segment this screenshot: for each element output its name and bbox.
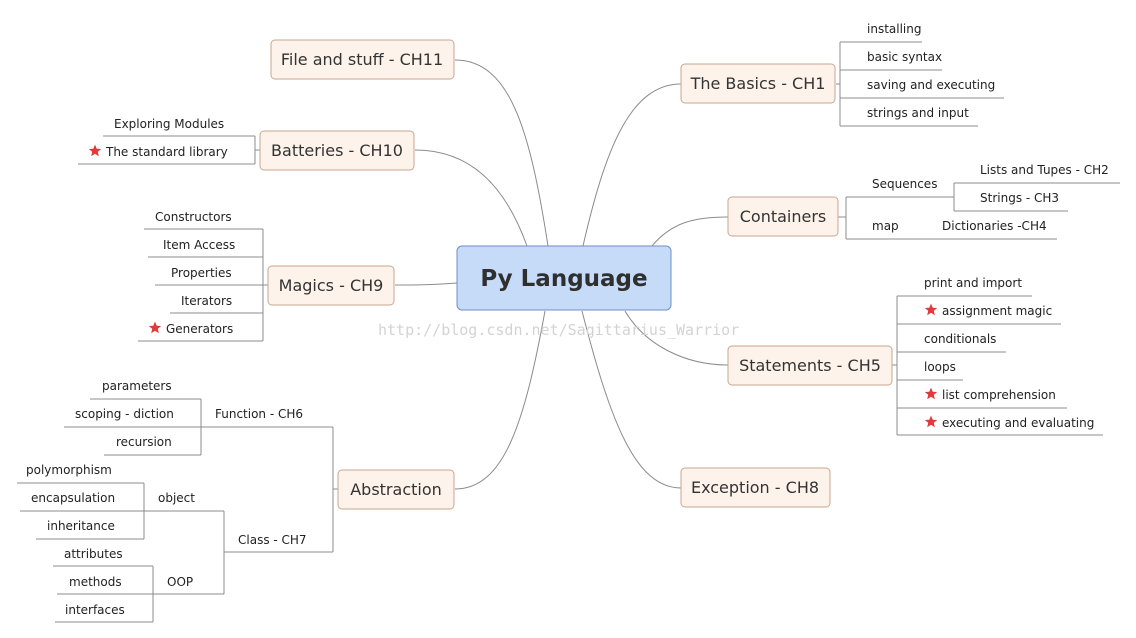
branch-exception (581, 310, 682, 489)
leaf-scoping: scoping - diction (75, 407, 174, 421)
branch-abstraction (454, 310, 546, 490)
leaf-standard-library: The standard library (105, 145, 228, 159)
leaf-saving-executing: saving and executing (867, 78, 995, 92)
topic-basics-label: The Basics - CH1 (690, 74, 826, 93)
topic-files-label: File and stuff - CH11 (281, 50, 443, 69)
leaf-executing-evaluating: executing and evaluating (942, 416, 1094, 430)
topic-exception[interactable]: Exception - CH8 (680, 467, 831, 508)
main-branches (394, 59, 729, 490)
leaf-parameters: parameters (102, 379, 172, 393)
topic-statements[interactable]: Statements - CH5 (727, 345, 893, 386)
leaf-basic-syntax: basic syntax (867, 50, 942, 64)
leaf-strings-input: strings and input (867, 106, 969, 120)
branch-statements (624, 310, 729, 366)
leaf-methods: methods (69, 575, 122, 589)
leaf-oop: OOP (167, 575, 193, 589)
star-icon (148, 321, 162, 334)
leaf-strings: Strings - CH3 (980, 191, 1059, 205)
topic-containers[interactable]: Containers (727, 196, 839, 237)
abstraction-leaves: Function - CH6 parameters scoping - dict… (17, 379, 338, 623)
central-topic-label: Py Language (480, 266, 647, 292)
topic-statements-label: Statements - CH5 (739, 356, 881, 375)
leaf-installing: installing (867, 22, 921, 36)
leaf-constructors: Constructors (155, 210, 232, 224)
topic-magics-label: Magics - CH9 (279, 276, 384, 295)
leaf-class: Class - CH7 (238, 533, 307, 547)
topic-batteries-label: Batteries - CH10 (271, 141, 403, 160)
leaf-function: Function - CH6 (215, 407, 303, 421)
branch-basics (582, 83, 682, 247)
leaf-print-import: print and import (924, 276, 1022, 290)
leaf-recursion: recursion (116, 435, 172, 449)
leaf-assignment-magic: assignment magic (942, 304, 1052, 318)
branch-containers (651, 216, 729, 247)
topic-abstraction[interactable]: Abstraction (337, 469, 455, 510)
leaf-dictionaries: Dictionaries -CH4 (942, 219, 1047, 233)
leaf-lists-tupes: Lists and Tupes - CH2 (980, 163, 1109, 177)
magics-leaves: Constructors Item Access Properties Iter… (138, 210, 268, 342)
leaf-conditionals: conditionals (924, 332, 996, 346)
leaf-interfaces: interfaces (65, 603, 125, 617)
central-topic[interactable]: Py Language (456, 245, 672, 311)
containers-leaves: Sequences Lists and Tupes - CH2 Strings … (838, 163, 1120, 240)
topic-batteries[interactable]: Batteries - CH10 (259, 130, 415, 171)
leaf-attributes: attributes (64, 547, 123, 561)
star-icon (924, 303, 938, 316)
topic-files[interactable]: File and stuff - CH11 (270, 39, 455, 80)
topic-containers-label: Containers (740, 207, 827, 226)
topic-basics[interactable]: The Basics - CH1 (680, 63, 836, 104)
watermark: http://blog.csdn.net/Sagittarius_Warrior (378, 321, 739, 339)
topic-magics[interactable]: Magics - CH9 (267, 265, 395, 306)
leaf-polymorphism: polymorphism (26, 463, 112, 477)
star-icon (924, 387, 938, 400)
leaf-map: map (872, 219, 899, 233)
branch-files (454, 59, 549, 247)
topic-exception-label: Exception - CH8 (691, 478, 819, 497)
leaf-iterators: Iterators (181, 294, 232, 308)
leaf-loops: loops (924, 360, 956, 374)
statements-leaves: print and import assignment magic condit… (892, 276, 1103, 436)
leaf-exploring-modules: Exploring Modules (114, 117, 224, 131)
leaf-object: object (158, 491, 195, 505)
leaf-inheritance: inheritance (47, 519, 115, 533)
star-icon (88, 144, 102, 157)
leaf-properties: Properties (171, 266, 232, 280)
batteries-leaves: Exploring Modules The standard library (78, 117, 260, 165)
leaf-generators: Generators (166, 322, 233, 336)
branch-magics (394, 282, 458, 286)
leaf-list-comprehension: list comprehension (942, 388, 1056, 402)
leaf-encapsulation: encapsulation (31, 491, 115, 505)
leaf-item-access: Item Access (163, 238, 235, 252)
leaf-sequences: Sequences (872, 177, 937, 191)
topic-abstraction-label: Abstraction (350, 480, 442, 499)
star-icon (924, 415, 938, 428)
basics-leaves: installing basic syntax saving and execu… (836, 22, 1004, 127)
branch-batteries (414, 149, 528, 247)
